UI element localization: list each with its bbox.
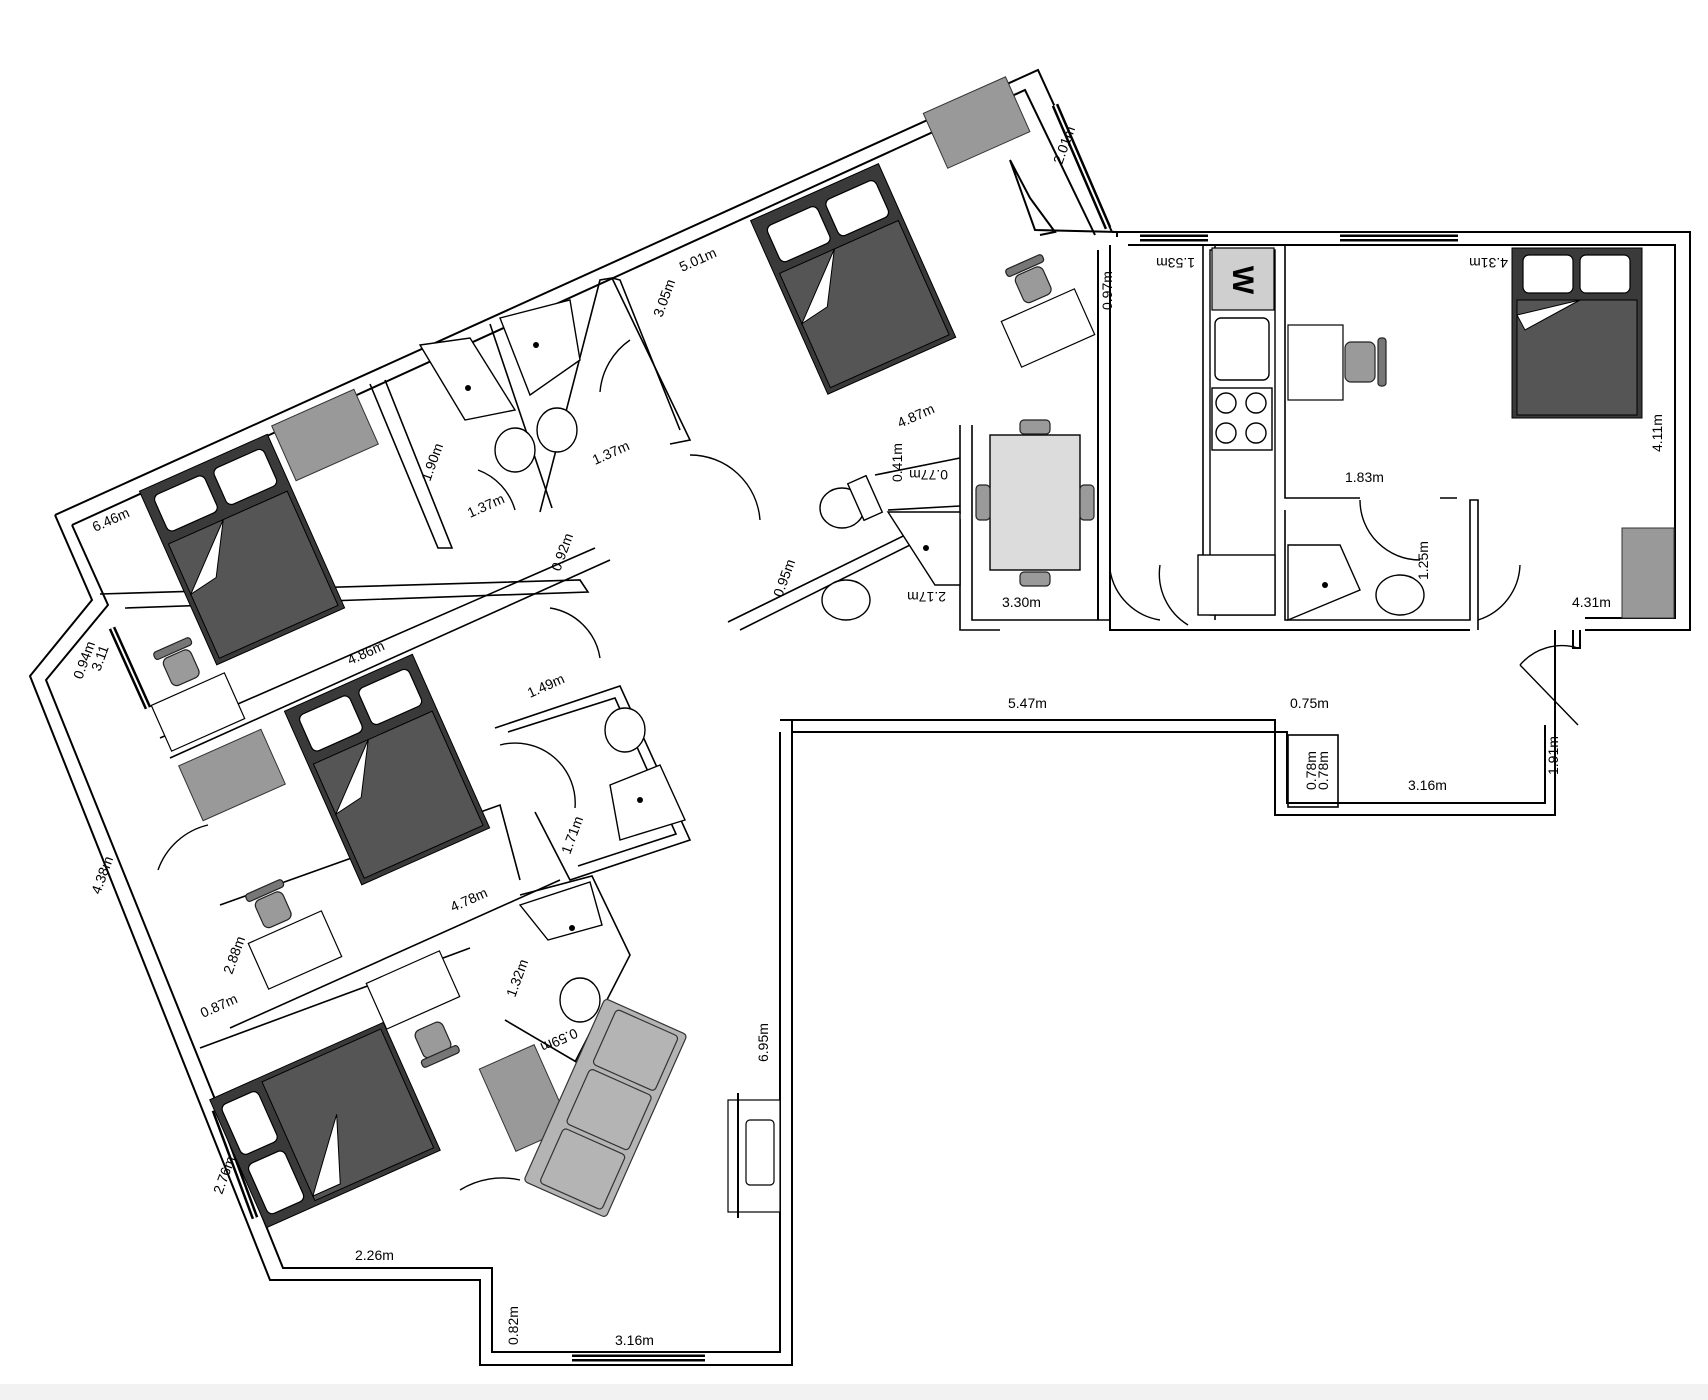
windows: [108, 103, 1458, 1362]
wc-fixtures: [819, 474, 961, 621]
dim-3-30: 3.30m: [1002, 594, 1041, 610]
chair-bottom: [414, 1021, 460, 1068]
dim-6-95: 6.95m: [755, 1023, 771, 1062]
basin-2: [536, 407, 578, 453]
chair-top: [1005, 254, 1052, 304]
dim-0-82: 0.82m: [505, 1306, 521, 1345]
dim-1-49: 1.49m: [525, 670, 567, 700]
desk-right: [1287, 324, 1344, 401]
dim-1-91: 1.91m: [1545, 736, 1561, 775]
ensuite-fixtures: [1287, 544, 1425, 622]
wardrobe-top: [922, 76, 1031, 169]
dim-6-46: 6.46m: [90, 504, 132, 534]
dim-0-75: 0.75m: [1290, 695, 1329, 711]
dim-0-77: 0.77m: [909, 467, 948, 483]
bottom-band: [0, 1384, 1708, 1400]
kitchen-sink: [1214, 317, 1270, 381]
dim-0-97: 0.97m: [1099, 271, 1115, 310]
dim-3-16-right: 3.16m: [1408, 777, 1447, 793]
door-bath-top: [477, 469, 516, 511]
wardrobe-right: [1621, 527, 1675, 619]
dim-4-38: 4.38m: [88, 854, 116, 896]
chair-left: [153, 637, 200, 687]
door-dining: [1109, 569, 1161, 621]
dim-4-78: 4.78m: [448, 884, 490, 914]
desk-top: [1000, 288, 1096, 368]
dim-0-78-b: 0.78m: [1315, 751, 1331, 790]
wardrobe-left: [271, 388, 379, 482]
sofa: [524, 998, 687, 1217]
dining-table: [975, 419, 1095, 587]
door-kitchen: [1158, 564, 1189, 626]
dim-4-31-top: 4.31m: [1469, 255, 1508, 271]
basin-right: [1375, 574, 1425, 616]
dim-3-16-bottom: 3.16m: [615, 1332, 654, 1348]
dim-1-71: 1.71m: [558, 814, 586, 856]
dim-1-32: 1.32m: [503, 957, 531, 999]
dim-0-41: 0.41m: [889, 443, 905, 482]
basin-3: [604, 707, 646, 753]
dim-4-87: 4.87m: [895, 400, 937, 430]
bed-top: [749, 163, 957, 395]
dim-1-37-b: 1.37m: [465, 490, 507, 520]
bed-bottom: [209, 1021, 441, 1229]
bathroom-fixtures-left: [418, 299, 686, 1023]
doors: [157, 339, 1579, 1191]
door-corridor-mid: [549, 607, 601, 659]
dim-1-25: 1.25m: [1415, 541, 1431, 580]
door-entry: [1519, 644, 1579, 666]
dim-4-11: 4.11m: [1649, 414, 1665, 452]
dim-4-31-bottom: 4.31m: [1572, 594, 1611, 610]
shower-tray-1: [418, 337, 517, 421]
basin-4: [559, 977, 601, 1023]
washing-machine: [1211, 247, 1275, 311]
bed-right: [1511, 247, 1643, 419]
washer-label: W: [1226, 266, 1259, 295]
dim-0-87: 0.87m: [198, 990, 240, 1020]
door-right-bedroom: [1477, 564, 1521, 621]
dim-1-90: 1.90m: [418, 441, 446, 483]
kitchen: W: [1197, 247, 1276, 616]
door-bed2: [157, 824, 209, 871]
chair-middle: [245, 879, 292, 929]
dim-0-95: 0.95m: [770, 557, 798, 599]
dim-0-78-a: 0.78m: [1303, 751, 1319, 790]
dim-5-47: 5.47m: [1008, 695, 1047, 711]
basin-1: [494, 427, 536, 473]
wardrobe-middle: [178, 728, 286, 822]
chair-right: [1344, 337, 1387, 387]
desk-middle: [247, 910, 343, 990]
storage-closet: [1287, 734, 1339, 808]
dim-2-26: 2.26m: [355, 1247, 394, 1263]
dim-3-05: 3.05m: [650, 277, 678, 319]
bed-middle: [283, 653, 491, 886]
desk-bottom: [365, 950, 461, 1030]
door-bed3: [459, 1177, 521, 1191]
dim-1-37-a: 1.37m: [590, 437, 632, 467]
shower-tray-2: [499, 299, 581, 397]
shower-tray-3: [609, 764, 686, 841]
dim-2-88: 2.88m: [220, 934, 248, 976]
fireplace: [727, 1093, 781, 1218]
door-corridor: [689, 454, 761, 521]
door-top-bedroom: [599, 339, 631, 393]
shower-tray-4: [518, 881, 603, 941]
exterior-walls: [28, 68, 1691, 1366]
dim-1-83: 1.83m: [1345, 469, 1384, 485]
dim-0-92: 0.92m: [548, 531, 576, 573]
desk-left: [150, 672, 246, 752]
bed-left: [138, 433, 346, 666]
door-ensuite: [1359, 499, 1421, 561]
dim-5-01: 5.01m: [677, 244, 719, 274]
door-bath-2: [499, 742, 576, 809]
dim-1-53: 1.53m: [1156, 255, 1195, 271]
dim-2-17: 2.17m: [907, 589, 946, 605]
basin-wc: [821, 579, 871, 621]
